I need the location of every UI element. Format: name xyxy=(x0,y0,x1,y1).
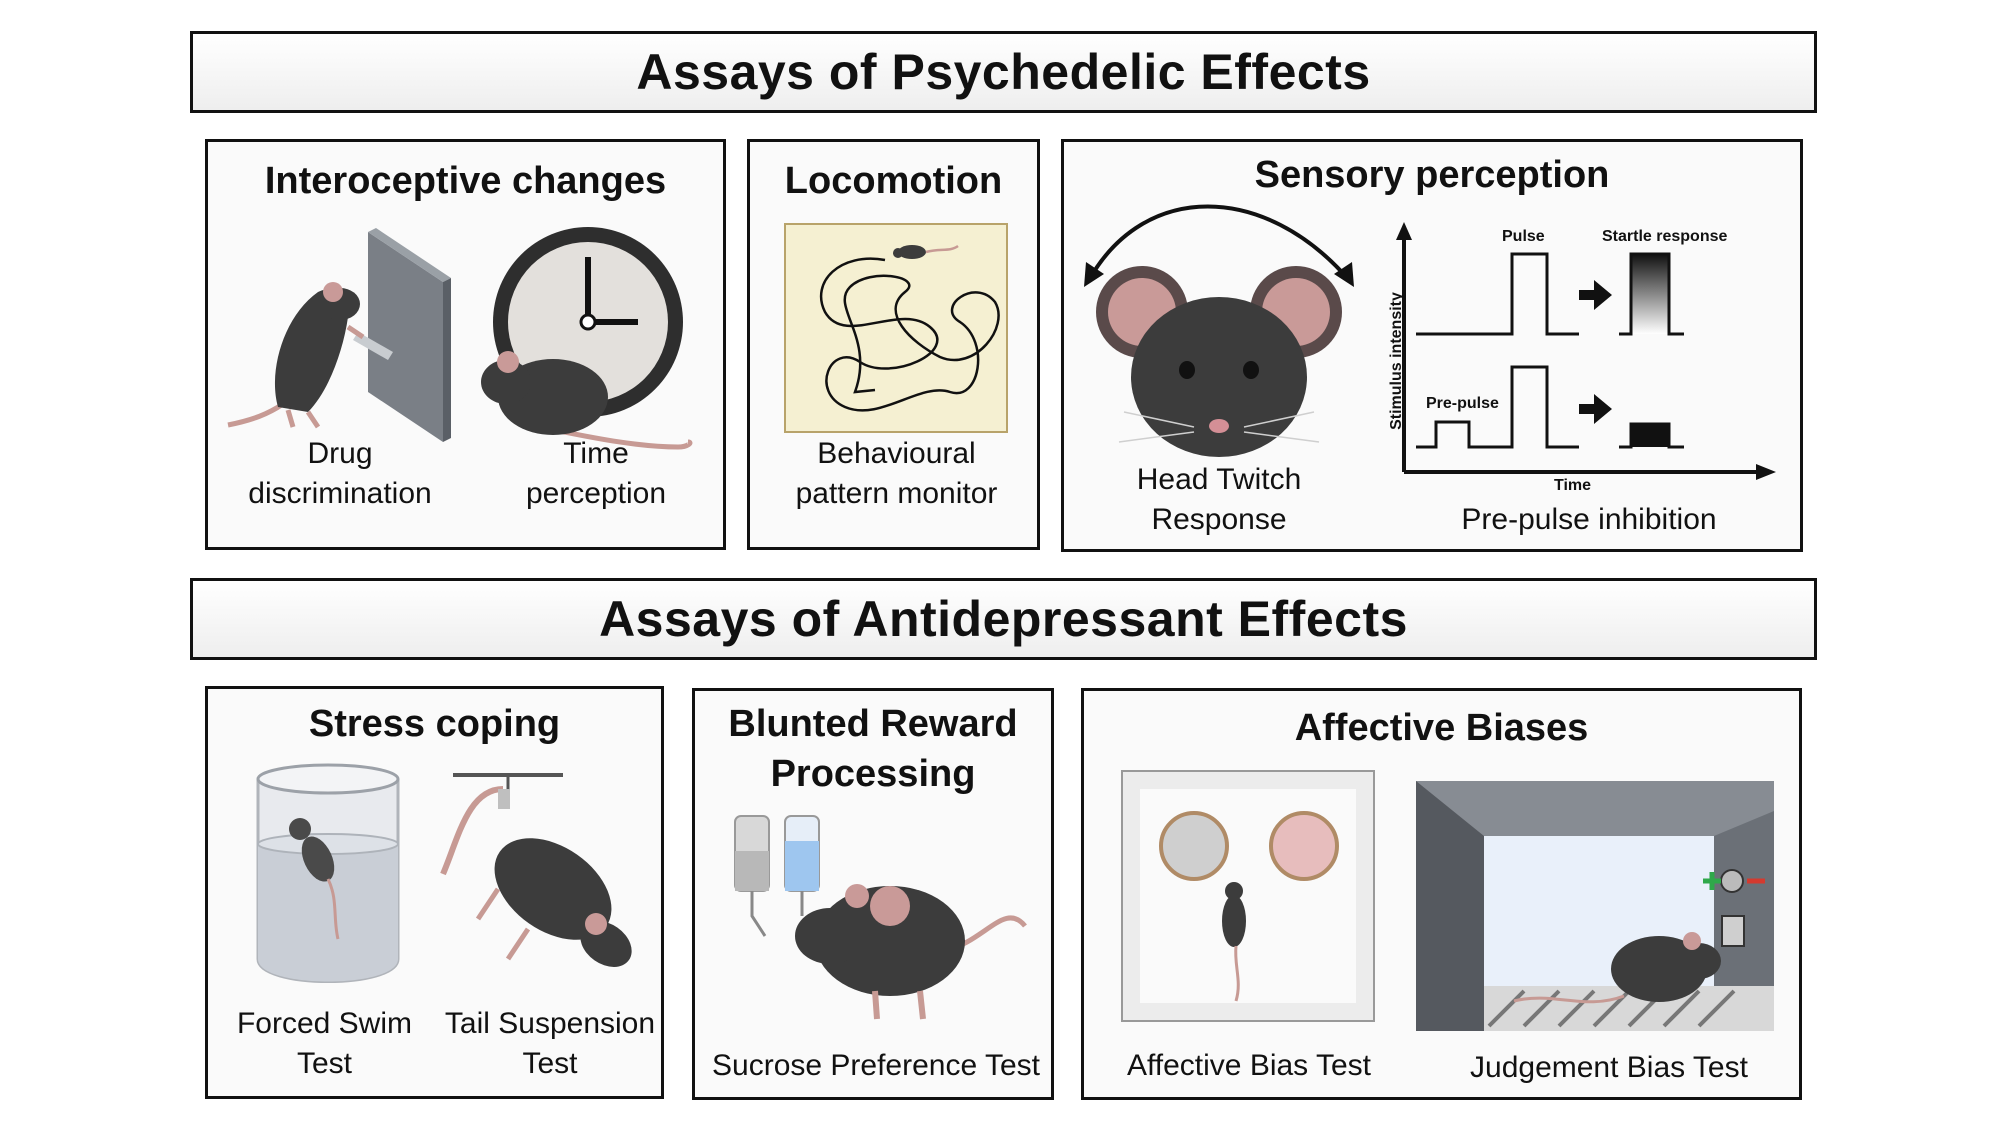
affective-title: Affective Biases xyxy=(1294,707,1589,749)
locomotion-title: Locomotion xyxy=(784,160,1003,202)
interoceptive-illustration xyxy=(227,227,693,450)
stress-illustration xyxy=(256,763,632,983)
mouse-sitting-icon xyxy=(481,351,693,450)
interoceptive-title: Interoceptive changes xyxy=(264,160,667,202)
reduced-startle-block xyxy=(1631,424,1669,447)
antidepressant-header: Assays of Antidepressant Effects xyxy=(190,578,1817,660)
tail-suspension-caption: Tail Suspension Test xyxy=(444,1007,656,1080)
time-axis-label: Time xyxy=(1554,477,1592,494)
stimulus-intensity-label: Stimulus intensity xyxy=(1388,292,1405,430)
arrow-right-icon xyxy=(1579,394,1612,424)
sensory-illustration xyxy=(1084,204,1776,480)
affective-bias-arena-icon xyxy=(1121,770,1375,1022)
forced-swim-caption: Forced Swim Test xyxy=(236,1007,413,1080)
antidepressant-header-title: Assays of Antidepressant Effects xyxy=(599,591,1408,647)
prepulse-label: Pre-pulse xyxy=(1426,395,1499,412)
pulse-trace xyxy=(1416,252,1579,336)
movement-trace-icon xyxy=(819,257,1000,412)
affective-illustration xyxy=(1121,770,1774,1031)
judgement-bias-box-icon xyxy=(1416,781,1774,1031)
arena-icon xyxy=(784,223,1008,433)
mouse-top-view-icon xyxy=(893,244,959,259)
sucrose-bottle-icon xyxy=(784,815,820,916)
sucrose-preference-caption: Sucrose Preference Test xyxy=(712,1049,1040,1082)
psychedelic-header: Assays of Psychedelic Effects xyxy=(190,31,1817,113)
pulse-label: Pulse xyxy=(1502,228,1545,245)
affective-bias-test-caption: Affective Bias Test xyxy=(1126,1049,1371,1082)
locomotion-panel: Locomotion Behavioural pattern monitor xyxy=(747,139,1040,550)
mouse-drinking-icon xyxy=(795,884,1027,1020)
startle-response-label: Startle response xyxy=(1602,228,1728,245)
time-perception-caption: Time perception xyxy=(525,437,667,510)
reward-illustration xyxy=(734,815,1027,1020)
reward-panel: Blunted Reward Processing Sucrose Prefer… xyxy=(692,688,1054,1100)
prepulse-trace xyxy=(1416,365,1579,449)
startle-response-block xyxy=(1631,254,1669,334)
affective-panel: Affective Biases xyxy=(1081,688,1802,1100)
lever-wall-icon xyxy=(353,228,451,442)
mouse-face-icon xyxy=(1096,266,1342,457)
plus-icon xyxy=(1703,872,1721,890)
water-bottle-icon xyxy=(734,815,770,937)
head-twitch-arc-icon xyxy=(1087,204,1351,282)
psychedelic-header-title: Assays of Psychedelic Effects xyxy=(636,44,1371,100)
stress-title: Stress coping xyxy=(308,703,561,745)
ppi-chart xyxy=(1396,222,1776,480)
tail-suspension-icon xyxy=(440,773,632,967)
arrow-right-icon xyxy=(1579,280,1612,310)
reward-title: Blunted Reward Processing xyxy=(728,703,1018,795)
locomotion-illustration xyxy=(784,223,1008,433)
behavioural-pattern-monitor-caption: Behavioural pattern monitor xyxy=(795,437,998,510)
sensory-title: Sensory perception xyxy=(1254,154,1610,196)
ppi-caption: Pre-pulse inhibition xyxy=(1461,503,1717,536)
stress-panel: Stress coping Forced Swim Test Tail Susp… xyxy=(205,686,664,1099)
head-twitch-caption: Head Twitch Response xyxy=(1136,463,1302,536)
judgement-bias-test-caption: Judgement Bias Test xyxy=(1470,1051,1748,1084)
swimming-mouse-icon xyxy=(289,818,340,940)
drug-discrimination-caption: Drug discrimination xyxy=(248,437,432,510)
sensory-panel: Sensory perception xyxy=(1061,139,1803,552)
interoceptive-panel: Interoceptive changes xyxy=(205,139,726,550)
mouse-rearing-icon xyxy=(227,282,365,429)
